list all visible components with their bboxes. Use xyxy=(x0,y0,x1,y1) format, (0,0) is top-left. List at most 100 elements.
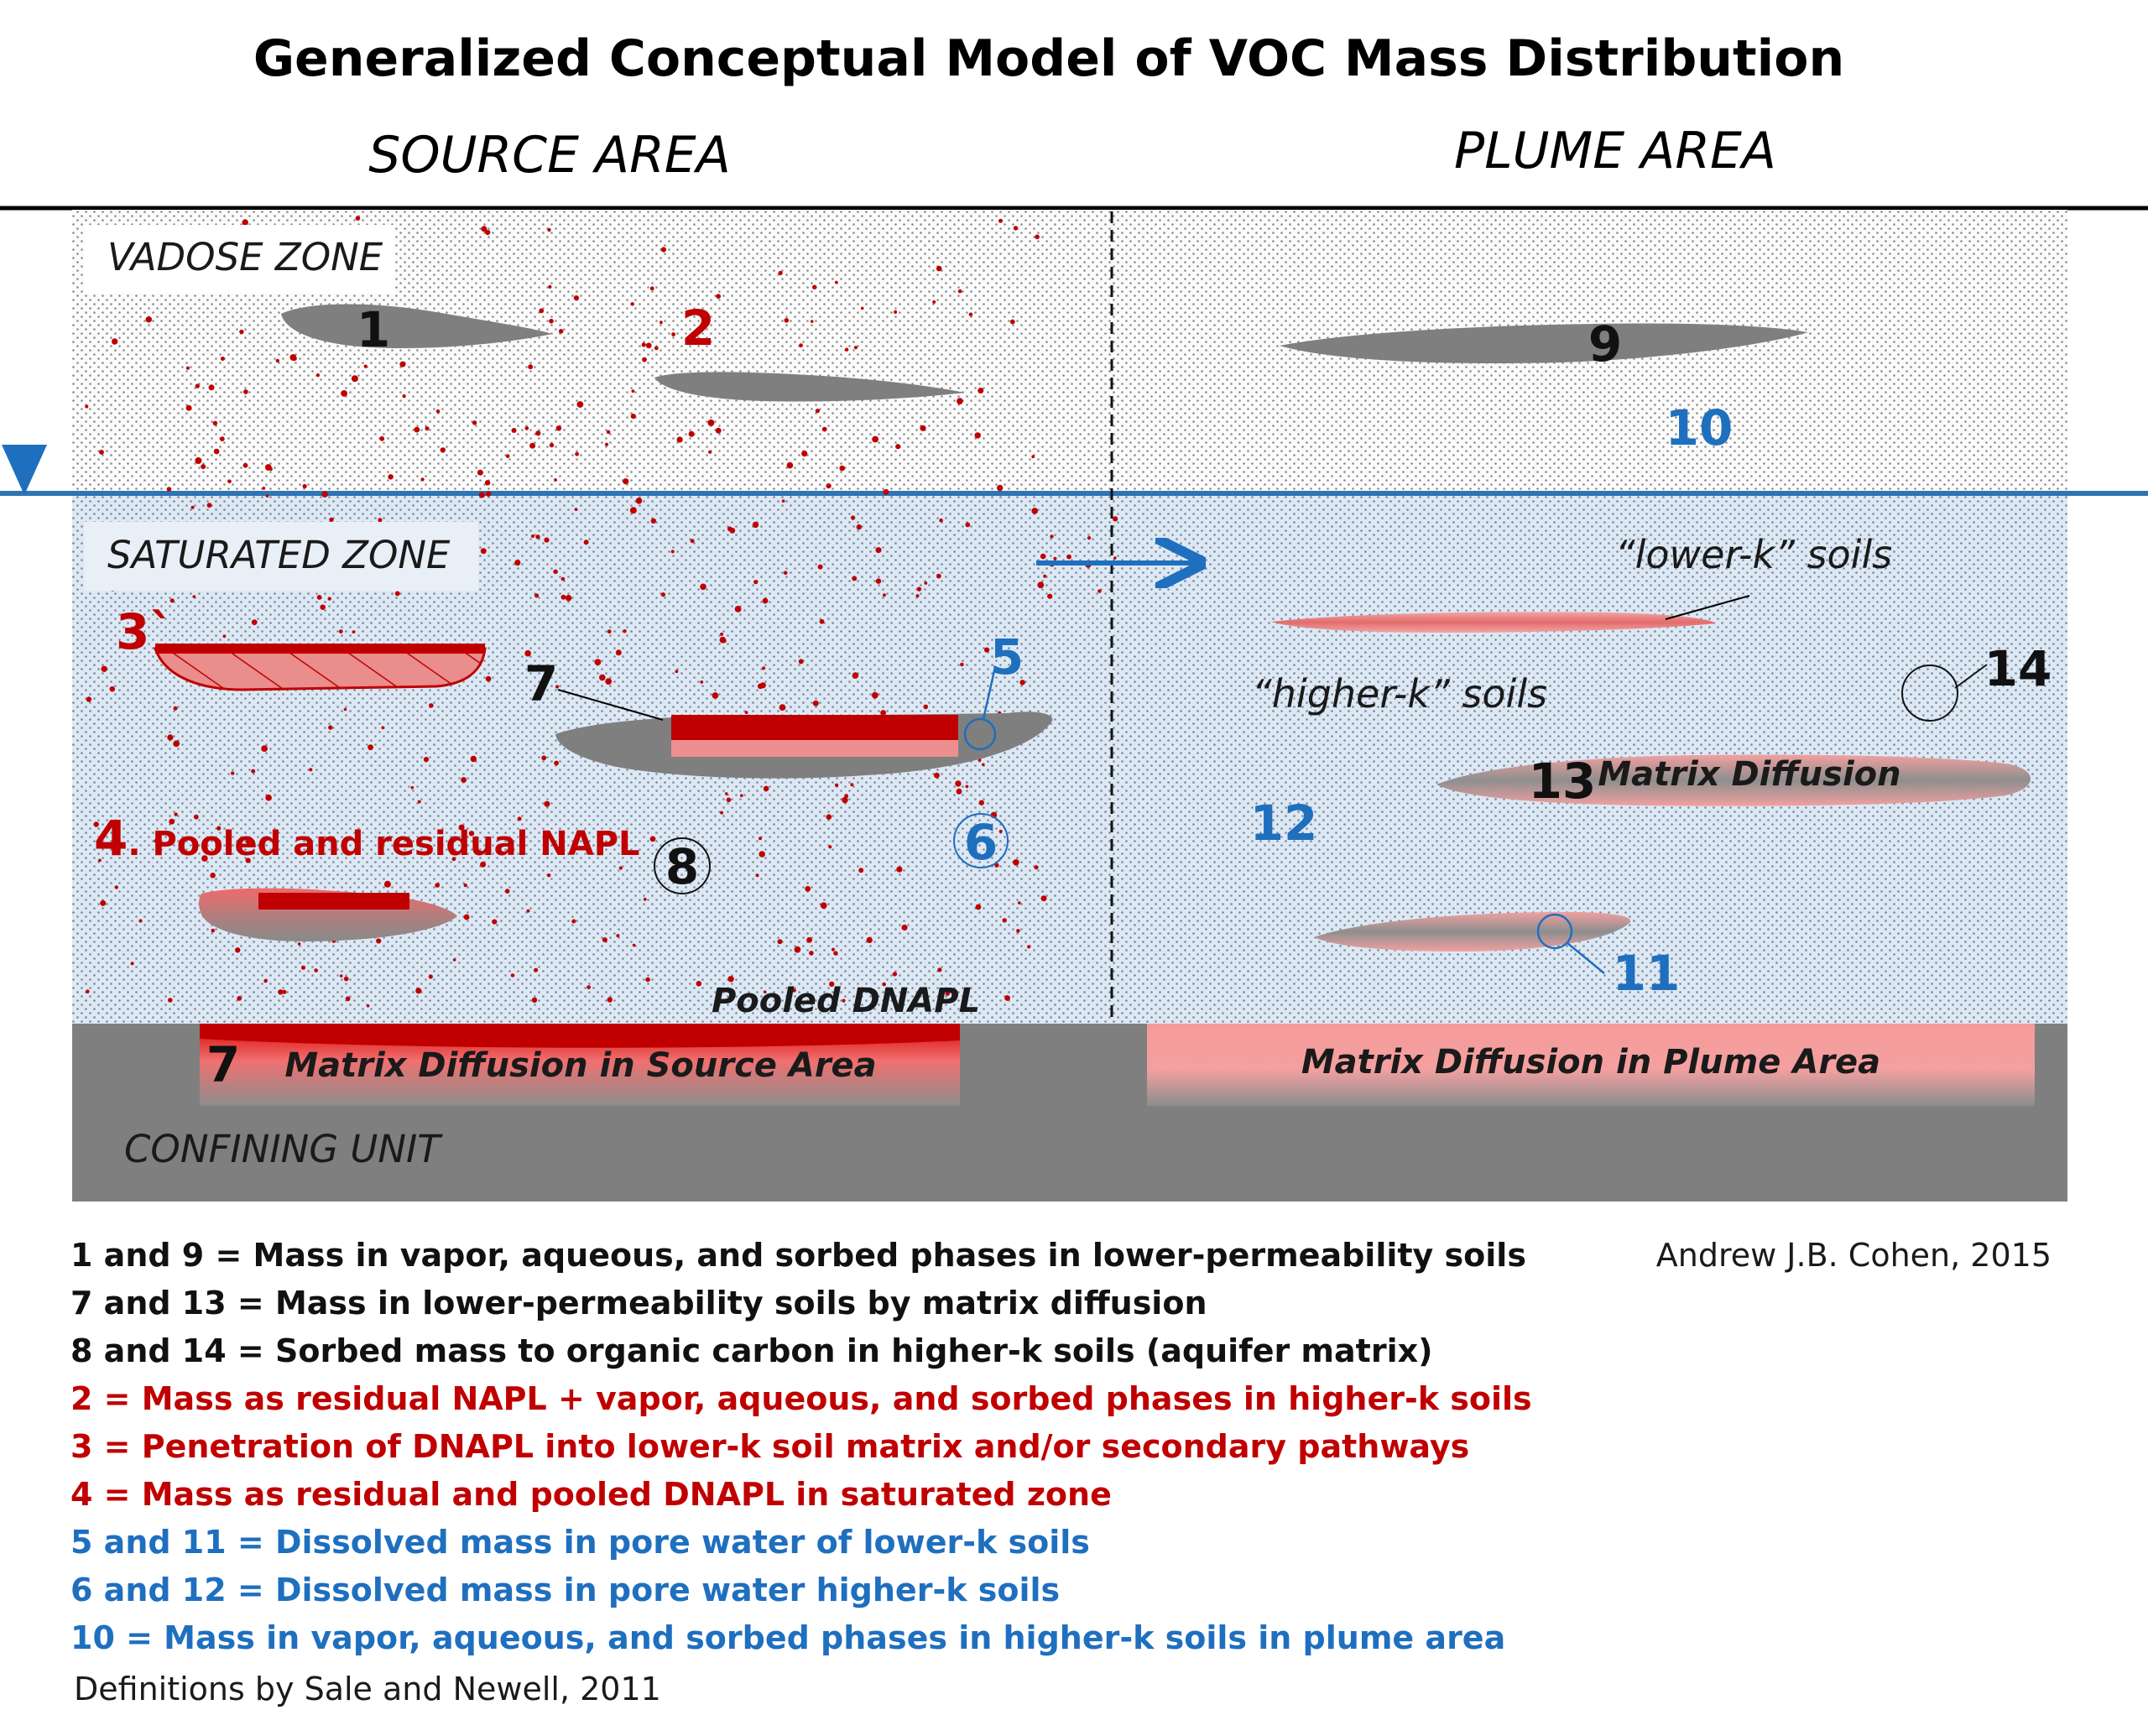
matrix-diffusion-source-label: Matrix Diffusion in Source Area xyxy=(284,1046,876,1085)
lens-9 xyxy=(1280,323,1808,364)
napl-droplet xyxy=(721,638,727,644)
napl-droplet xyxy=(660,321,663,325)
napl-droplet xyxy=(607,629,612,634)
napl-droplet xyxy=(820,902,827,910)
napl-droplet xyxy=(351,375,358,383)
napl-droplet xyxy=(112,338,118,345)
legend-item-1: 1 and 9 = Mass in vapor, aqueous, and so… xyxy=(70,1237,1526,1274)
napl-droplet xyxy=(394,591,400,597)
napl-droplet xyxy=(671,332,675,336)
matrix-diffusion-label-13: Matrix Diffusion xyxy=(1598,755,1900,794)
napl-droplet xyxy=(875,547,882,554)
napl-droplet xyxy=(468,831,475,837)
napl-droplet xyxy=(936,573,941,579)
pooled-residual-napl-label: . Pooled and residual NAPL xyxy=(128,825,639,863)
napl-droplet xyxy=(174,812,178,816)
napl-droplet xyxy=(222,634,227,639)
napl-droplet xyxy=(504,889,510,894)
napl-droplet xyxy=(806,936,812,943)
leader-11 xyxy=(1567,942,1605,974)
napl-droplet xyxy=(245,858,251,863)
napl-droplet xyxy=(166,487,172,492)
napl-droplet xyxy=(1097,589,1102,593)
napl-droplet xyxy=(920,425,926,431)
napl-droplet xyxy=(553,569,558,575)
napl-droplet xyxy=(1035,234,1040,240)
napl-droplet xyxy=(1016,929,1020,933)
napl-droplet xyxy=(607,997,613,1003)
napl-droplet xyxy=(297,942,301,946)
napl-droplet xyxy=(641,342,646,347)
napl-droplet xyxy=(378,518,383,523)
napl-droplet xyxy=(740,794,743,797)
napl-droplet xyxy=(916,586,922,592)
napl-droplet xyxy=(1040,895,1047,902)
napl-droplet xyxy=(547,227,551,232)
napl-droplet xyxy=(834,280,838,284)
napl-droplet xyxy=(415,988,422,994)
napl-droplet xyxy=(399,361,406,368)
legend-item-4: 2 = Mass as residual NAPL + vapor, aqueo… xyxy=(70,1380,1532,1417)
napl-droplet xyxy=(860,306,864,310)
napl-droplet xyxy=(945,991,951,996)
napl-droplet xyxy=(321,491,328,498)
leader-14 xyxy=(1954,664,1988,689)
napl-droplet xyxy=(517,816,522,821)
napl-droplet xyxy=(410,785,414,790)
napl-droplet xyxy=(265,794,272,801)
label-9: 9 xyxy=(1588,315,1622,373)
napl-droplet xyxy=(594,659,602,665)
napl-droplet xyxy=(425,426,430,431)
lens-3 xyxy=(153,647,487,691)
napl-droplet xyxy=(915,594,920,598)
napl-droplet xyxy=(1087,536,1092,540)
napl-droplet xyxy=(630,414,636,420)
napl-droplet xyxy=(480,861,487,868)
lens-13 xyxy=(1436,754,2031,806)
napl-droplet xyxy=(700,583,706,591)
napl-droplet xyxy=(381,726,385,730)
napl-droplet xyxy=(852,576,858,581)
napl-droplet xyxy=(376,938,382,944)
label-3: 3` xyxy=(116,603,174,660)
label-14: 14 xyxy=(1984,640,2052,697)
napl-droplet xyxy=(753,580,759,585)
napl-droplet xyxy=(231,771,235,775)
napl-droplets-scatter xyxy=(85,216,1118,1008)
napl-droplet xyxy=(654,346,659,351)
napl-droplet xyxy=(763,785,769,792)
napl-droplet xyxy=(934,772,940,779)
lens-1 xyxy=(281,304,552,349)
napl-droplet xyxy=(315,373,320,378)
confining-unit-label: CONFINING UNIT xyxy=(124,1127,443,1171)
napl-droplet xyxy=(602,937,607,943)
napl-droplet xyxy=(130,962,134,966)
napl-droplet xyxy=(451,857,456,862)
napl-droplet xyxy=(649,286,654,291)
napl-droplet xyxy=(815,409,821,414)
napl-droplet xyxy=(352,630,356,633)
napl-droplet xyxy=(688,430,695,437)
legend-item-9: 10 = Mass in vapor, aqueous, and sorbed … xyxy=(70,1619,1505,1656)
author-credit: Andrew J.B. Cohen, 2015 xyxy=(1656,1237,2052,1274)
napl-droplet xyxy=(251,769,256,774)
napl-droplet xyxy=(435,409,441,414)
napl-droplet xyxy=(937,967,942,972)
napl-droplet xyxy=(510,973,515,977)
napl-droplet xyxy=(755,873,759,878)
napl-droplet xyxy=(282,989,287,994)
napl-droplet xyxy=(850,783,854,787)
vadose-zone-label: VADOSE ZONE xyxy=(107,235,383,279)
napl-droplet xyxy=(511,428,517,433)
napl-droplet xyxy=(805,886,811,892)
napl-droplet xyxy=(101,665,107,672)
napl-droplet xyxy=(239,329,244,335)
napl-droplet xyxy=(810,320,814,323)
napl-droplet xyxy=(109,686,116,692)
napl-droplet xyxy=(998,218,1003,223)
source-dnapl-pool-layer xyxy=(200,1024,960,1048)
napl-droplet xyxy=(1113,556,1117,560)
napl-droplet xyxy=(210,873,216,878)
napl-droplet xyxy=(246,838,252,845)
